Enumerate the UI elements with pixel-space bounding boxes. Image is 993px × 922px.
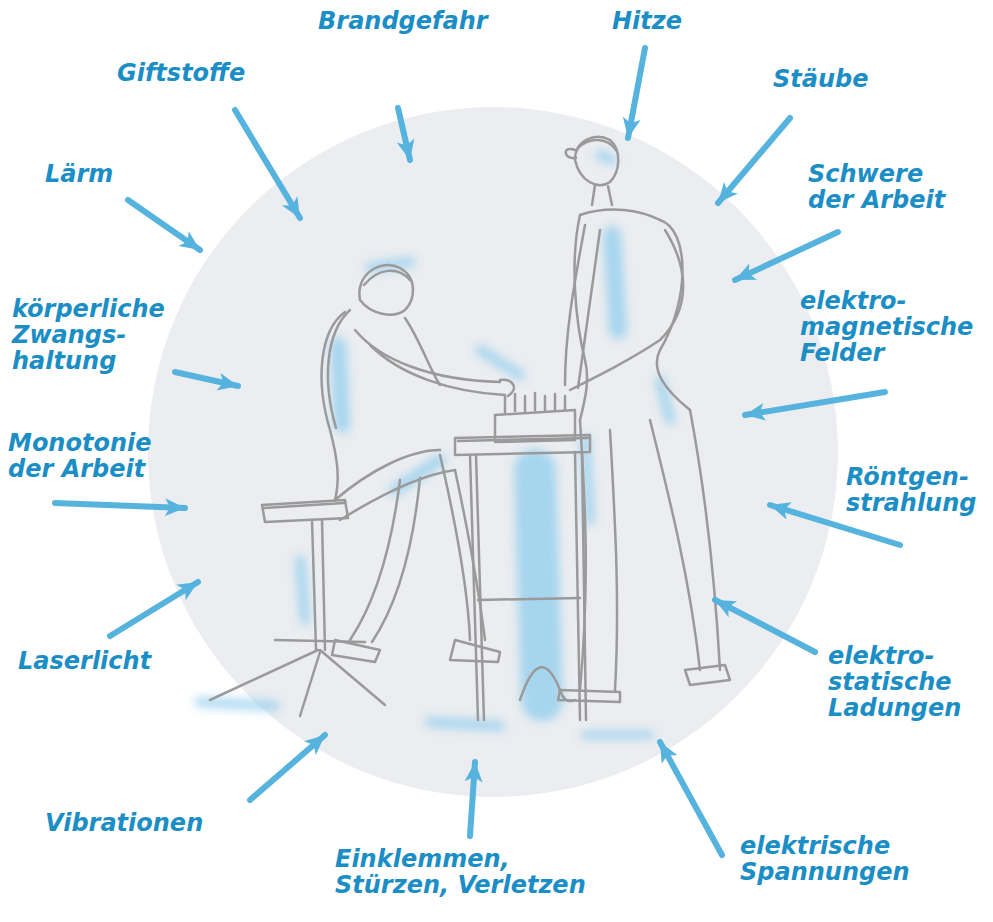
hazard-label: Lärm [45,161,113,187]
blue-smudges [200,155,670,735]
hazard-label: elektrische Spannungen [740,833,910,885]
hazard-label: Monotonie der Arbeit [8,430,157,482]
hazard-label: Schwere der Arbeit [808,161,957,213]
hazard-label: elektro- statische Ladungen [828,643,961,721]
hazard-label: körperliche Zwangs- haltung [12,296,165,374]
workplace-circle [148,107,838,797]
hazard-label: elektro- magnetische Felder [800,288,973,366]
hazard-label: Röntgen- strahlung [846,464,976,516]
sketch-lines [210,137,730,720]
hazard-arrows [55,48,900,855]
hazard-label: Hitze [612,8,682,34]
hazard-label: Vibrationen [45,810,203,836]
hazard-label: Laserlicht [18,648,151,674]
hazard-label: Brandgefahr [318,8,488,34]
hazard-label: Stäube [773,66,869,92]
hazard-label: Einklemmen, Stürzen, Verletzen [335,846,599,898]
hazard-label: Giftstoffe [117,60,245,86]
